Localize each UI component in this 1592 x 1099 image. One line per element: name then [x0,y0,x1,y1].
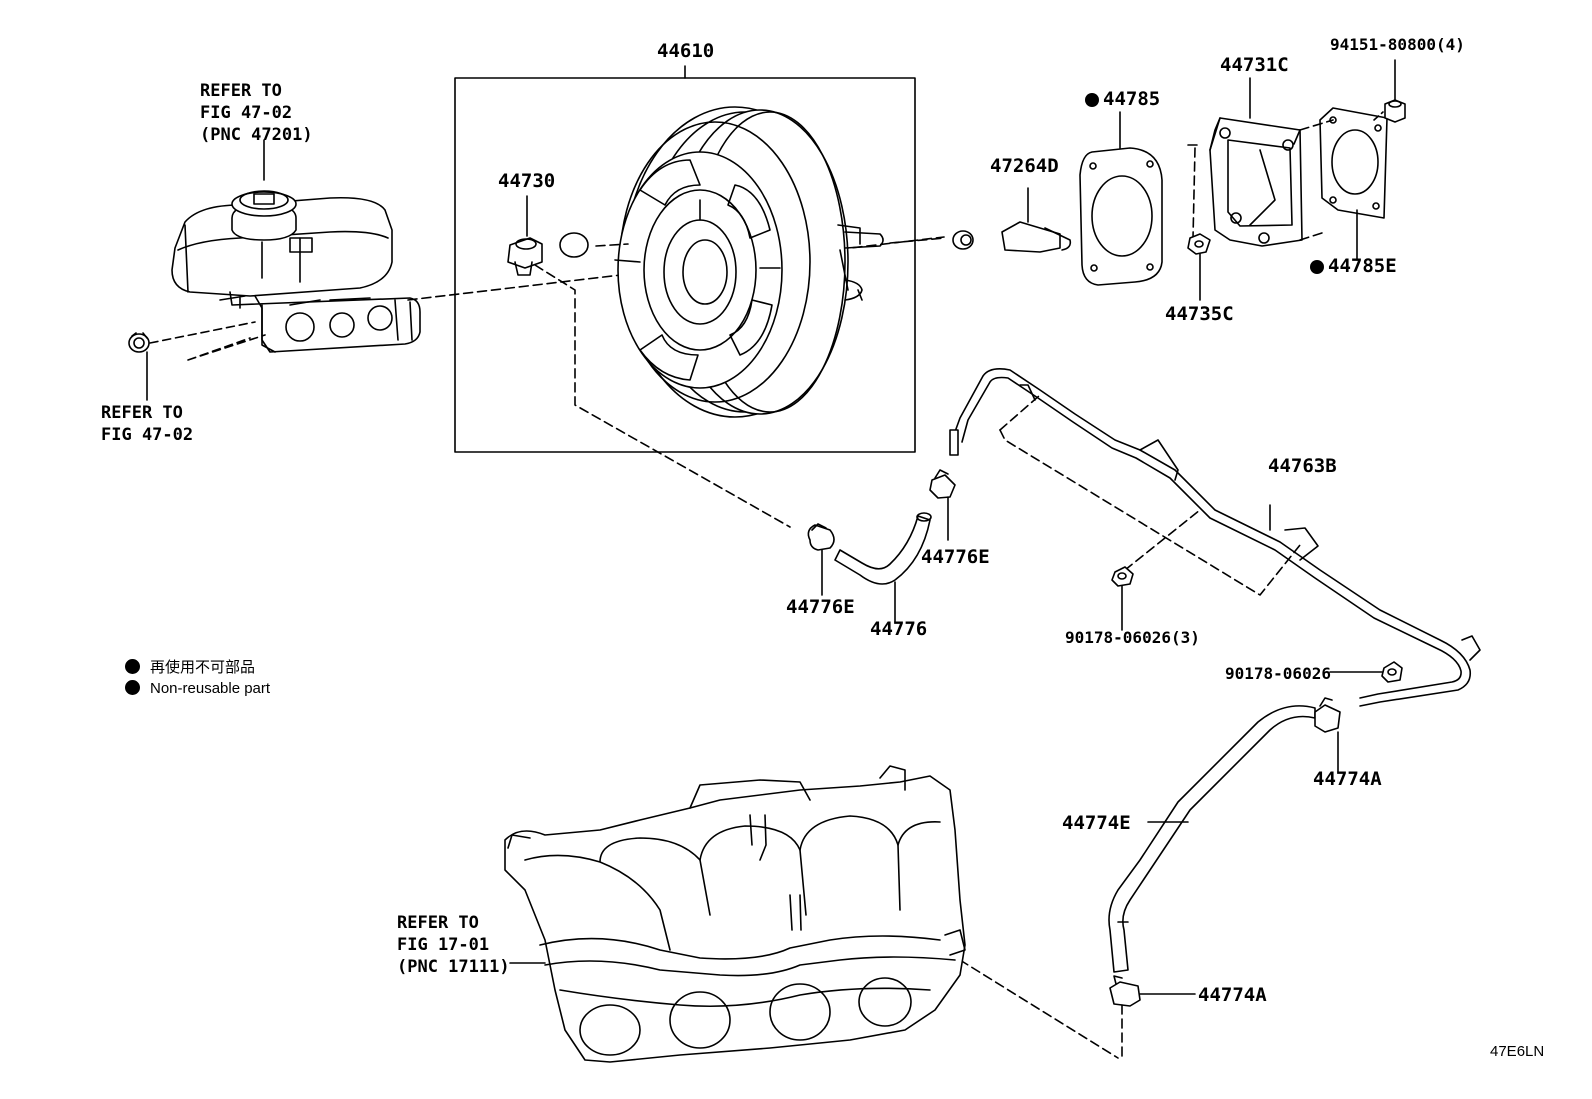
label-44785: 44785 [1085,88,1160,110]
figure-code: 47E6LN [1490,1043,1545,1060]
label-90178-06026-3: 90178-06026(3) [1065,628,1200,647]
clamp-44776E-b [929,469,956,541]
label-44774A-a: 44774A [1313,768,1382,790]
label-44774A-b: 44774A [1198,984,1267,1006]
clamp-44774A-b [1109,975,1196,1007]
intake-manifold-illustration [504,765,966,1063]
refer-intake-manifold: REFER TO FIG 17-01 (PNC 17111) [397,913,510,977]
label-90178-06026: 90178-06026 [1225,664,1331,683]
non-reusable-dot-icon [1310,260,1324,274]
legend-jp: 再使用不可部品 [125,656,255,677]
non-reusable-dot-icon [1085,93,1099,107]
bolt-90178-3 [1111,566,1134,631]
master-cylinder-illustration [171,190,421,353]
nut-94151 [1384,59,1406,123]
clamp-44774A-a [1314,697,1341,773]
label-44776: 44776 [870,618,928,640]
label-47264D: 47264D [990,155,1059,177]
legend-en: Non-reusable part [125,680,270,697]
washer-44735C [1187,233,1211,301]
label-44730: 44730 [498,170,556,192]
vacuum-pipe-44763B [949,368,1481,707]
label-44776E-b: 44776E [921,546,990,568]
bracket-44731C [1209,77,1303,247]
brake-booster-illustration [614,106,884,418]
non-reusable-dot-icon [125,680,140,695]
gasket-44785 [1079,111,1163,286]
label-44776E-a: 44776E [786,596,855,618]
check-valve-illustration [507,232,589,276]
refer-master-cylinder: REFER TO FIG 47-02 (PNC 47201) [200,81,313,145]
clevis-illustration [952,187,1072,253]
gasket-44785E [1319,107,1388,261]
label-44763B: 44763B [1268,455,1337,477]
hose-44776 [834,512,932,623]
refer-grommet: REFER TO FIG 47-02 [101,403,194,445]
label-44785E: 44785E [1310,255,1397,277]
label-44731C: 44731C [1220,54,1289,76]
label-44735C: 44735C [1165,303,1234,325]
bolt-90178 [1329,661,1403,683]
grommet-illustration [128,332,150,353]
label-44774E: 44774E [1062,812,1131,834]
non-reusable-dot-icon [125,659,140,674]
hose-44774E [1108,705,1316,973]
label-94151-80800: 94151-80800(4) [1330,35,1465,54]
label-44610: 44610 [657,40,715,62]
clamp-44776E-a [807,523,835,596]
